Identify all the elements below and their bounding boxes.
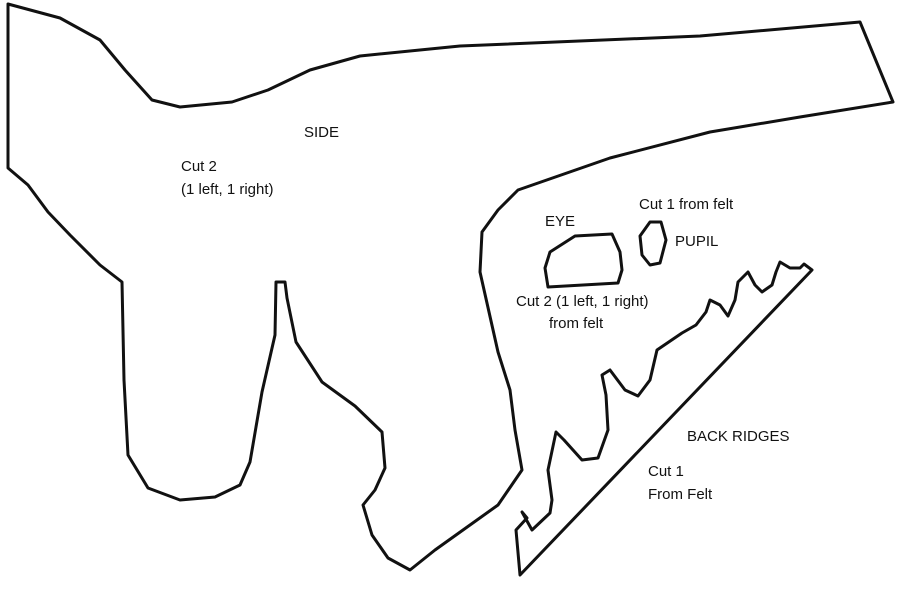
pupil-cut-instruction: Cut 1 from felt xyxy=(639,196,734,213)
eye-piece-outline xyxy=(543,232,624,289)
pupil-title-label: PUPIL xyxy=(675,233,718,250)
eye-cut-instruction-line1: Cut 2 (1 left, 1 right) xyxy=(516,293,649,310)
side-cut-instruction-line1: Cut 2 xyxy=(181,158,217,175)
side-title-label: SIDE xyxy=(304,124,339,141)
back-ridges-piece-outline xyxy=(514,260,814,577)
back-ridges-cut-instruction-line1: Cut 1 xyxy=(648,463,684,480)
side-cut-instruction-line2: (1 left, 1 right) xyxy=(181,181,274,198)
eye-title-label: EYE xyxy=(545,213,575,230)
pupil-piece-outline xyxy=(638,220,668,267)
side-piece-outline xyxy=(6,2,895,572)
back-ridges-title-label: BACK RIDGES xyxy=(687,428,790,445)
back-ridges-cut-instruction-line2: From Felt xyxy=(648,486,713,503)
eye-cut-instruction-line2: from felt xyxy=(549,315,604,332)
